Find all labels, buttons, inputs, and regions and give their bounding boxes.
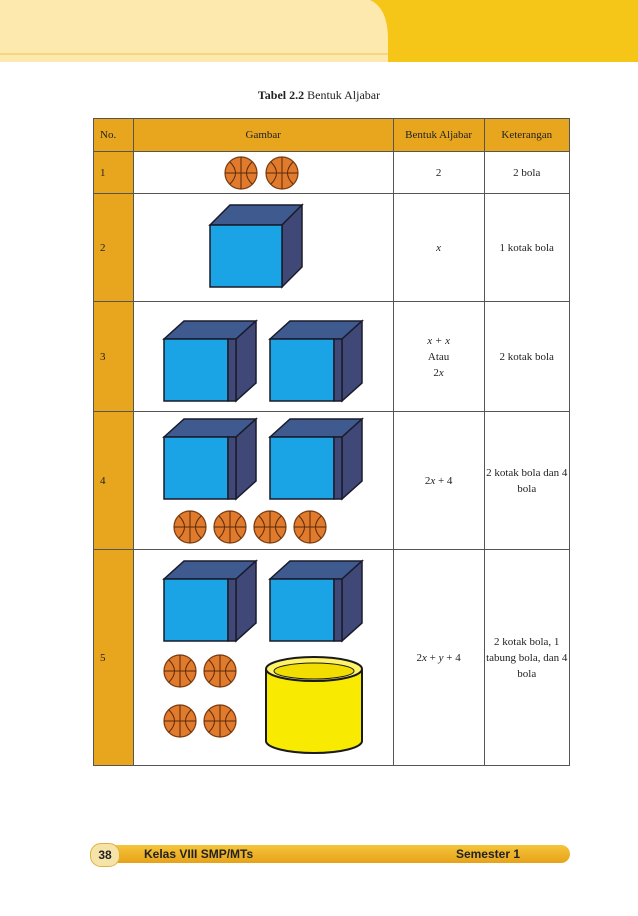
box-icon bbox=[161, 558, 258, 643]
box-icon bbox=[267, 416, 364, 501]
box-icon bbox=[161, 416, 258, 501]
picture-cell bbox=[132, 151, 394, 194]
basketball-icon bbox=[173, 509, 207, 544]
description: 1 kotak bola bbox=[483, 193, 570, 302]
algebra-line: Atau bbox=[427, 350, 450, 363]
header-bentuk-aljabar: Bentuk Aljabar bbox=[392, 118, 485, 152]
algebra-form: 2x + 4 bbox=[392, 411, 485, 550]
footer-semester-label: Semester 1 bbox=[455, 847, 520, 861]
algebra-table: No. Gambar Bentuk Aljabar Keterangan 1 2… bbox=[93, 118, 570, 766]
picture-cell bbox=[132, 301, 394, 412]
picture-cell bbox=[132, 193, 394, 302]
table-row: 2 x 1 kotak bola bbox=[93, 193, 570, 302]
table-row: 4 bbox=[93, 411, 570, 550]
picture-cell bbox=[132, 411, 394, 550]
footer-class-label: Kelas VIII SMP/MTs bbox=[144, 847, 254, 861]
picture-cell bbox=[132, 549, 394, 766]
basketball-icon bbox=[203, 703, 237, 738]
page-footer: 38 Kelas VIII SMP/MTs Semester 1 bbox=[90, 843, 570, 867]
caption-title: Bentuk Aljabar bbox=[307, 88, 381, 102]
basketball-icon bbox=[265, 155, 299, 190]
table-caption: Tabel 2.2 Bentuk Aljabar bbox=[0, 88, 638, 103]
algebra-line: x + x bbox=[427, 334, 450, 347]
algebra-form: 2 bbox=[392, 151, 485, 194]
algebra-form: x bbox=[392, 193, 485, 302]
row-number: 4 bbox=[93, 411, 134, 550]
table-header-row: No. Gambar Bentuk Aljabar Keterangan bbox=[93, 118, 570, 152]
row-number: 2 bbox=[93, 193, 134, 302]
algebra-form: 2x + y + 4 bbox=[392, 549, 485, 766]
box-icon bbox=[161, 318, 258, 403]
box-icon bbox=[267, 318, 364, 403]
page-number: 38 bbox=[90, 843, 120, 867]
cylinder-icon bbox=[264, 655, 363, 754]
basketball-icon bbox=[293, 509, 327, 544]
description: 2 kotak bola bbox=[483, 301, 570, 412]
table-row: 3 x + x Atau 2x 2 ko bbox=[93, 301, 570, 412]
basketball-icon bbox=[213, 509, 247, 544]
top-decorative-band bbox=[0, 0, 638, 62]
algebra-form: x + x Atau 2x bbox=[392, 301, 485, 412]
header-keterangan: Keterangan bbox=[483, 118, 570, 152]
header-gambar: Gambar bbox=[132, 118, 394, 152]
description: 2 kotak bola dan 4 bola bbox=[483, 411, 570, 550]
basketball-icon bbox=[224, 155, 258, 190]
header-no: No. bbox=[93, 118, 134, 152]
footer-bar bbox=[108, 845, 570, 863]
row-number: 1 bbox=[93, 151, 134, 194]
box-icon bbox=[207, 202, 304, 289]
description: 2 bola bbox=[483, 151, 570, 194]
basketball-icon bbox=[163, 653, 197, 688]
box-icon bbox=[267, 558, 364, 643]
table-row: 5 bbox=[93, 549, 570, 766]
description: 2 kotak bola, 1 tabung bola, dan 4 bola bbox=[483, 549, 570, 766]
caption-label: Tabel 2.2 bbox=[257, 88, 305, 102]
row-number: 3 bbox=[93, 301, 134, 412]
table-row: 1 2 2 bola bbox=[93, 151, 570, 194]
basketball-icon bbox=[253, 509, 287, 544]
algebra-line: 2x bbox=[433, 366, 444, 379]
row-number: 5 bbox=[93, 549, 134, 766]
basketball-icon bbox=[203, 653, 237, 688]
basketball-icon bbox=[163, 703, 197, 738]
